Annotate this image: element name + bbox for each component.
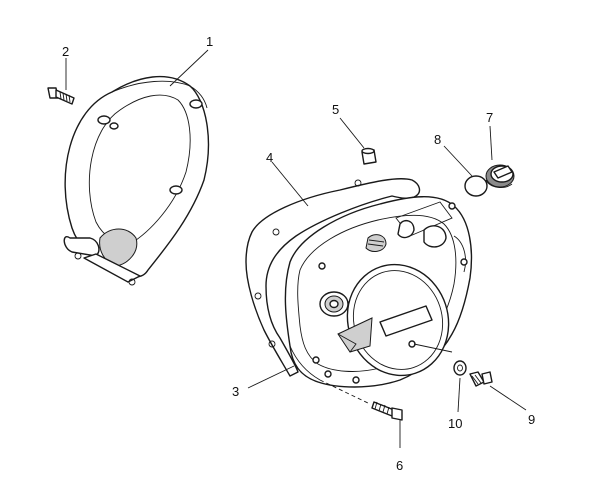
plug-cap (485, 164, 515, 188)
bolt-part-6 (319, 379, 403, 421)
callout-3: 3 (232, 384, 239, 399)
leader-lines (65, 49, 527, 448)
callout-10: 10 (448, 416, 462, 431)
callout-4: 4 (266, 150, 273, 165)
callout-9: 9 (528, 412, 535, 427)
gasket (245, 178, 421, 377)
bolt-part-9 (469, 371, 493, 387)
callout-5: 5 (332, 102, 339, 117)
callout-8: 8 (434, 132, 441, 147)
callout-6: 6 (396, 458, 403, 473)
crankcase-cover (284, 196, 473, 388)
washer (453, 360, 467, 376)
dowel-pin (361, 147, 377, 165)
callout-1: 1 (206, 34, 213, 49)
flywheel-cover-shell (63, 75, 210, 286)
o-ring (464, 175, 488, 197)
bolt-part-2 (47, 87, 75, 105)
callout-7: 7 (486, 110, 493, 125)
callout-2: 2 (62, 44, 69, 59)
